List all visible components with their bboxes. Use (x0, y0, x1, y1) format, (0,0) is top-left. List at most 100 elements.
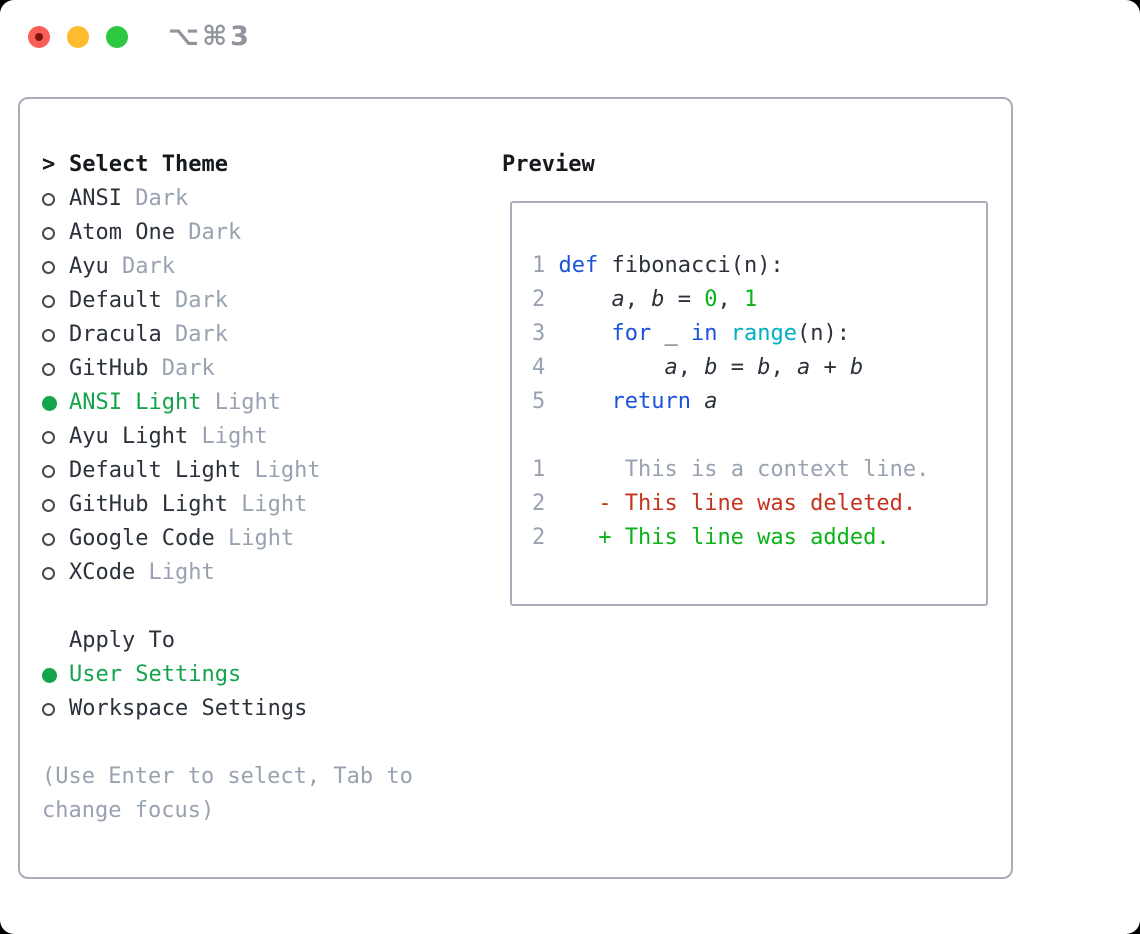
preview-line: 2 - This line was deleted. (532, 487, 986, 521)
theme-name: XCode (69, 560, 149, 585)
preview-title: Preview (502, 152, 595, 177)
theme-options: ANSI Dark Atom One Dark Ayu Dark Default… (42, 182, 474, 590)
theme-variant-label: Dark (135, 186, 189, 211)
code-token (545, 491, 598, 516)
theme-name: User Settings (69, 662, 242, 687)
preview-section: Preview 1 def fibonacci(n):2 a, b = 0, 1… (502, 148, 988, 606)
theme-name: Ayu Light (69, 424, 202, 449)
theme-name: Dracula (69, 322, 175, 347)
traffic-lights (28, 26, 128, 48)
code-token: in (690, 321, 718, 346)
code-token: b (704, 355, 718, 380)
radio-unselected-icon (42, 533, 55, 546)
minimize-button[interactable] (67, 26, 89, 48)
theme-variant-label: Dark (174, 288, 228, 313)
theme-option[interactable]: GitHub Dark (42, 352, 474, 386)
code-token: a (796, 355, 811, 380)
code-token (559, 287, 612, 312)
code-token (717, 321, 730, 346)
radio-unselected-icon (42, 227, 55, 240)
code-token (545, 525, 598, 550)
theme-variant-label: Light (227, 526, 295, 551)
preview-line: 2 a, b = 0, 1 (532, 283, 986, 317)
close-button[interactable] (28, 26, 50, 48)
window-title: ⌥⌘3 (168, 21, 252, 52)
theme-option[interactable]: Ayu Light Light (42, 420, 474, 454)
theme-name: GitHub Light (69, 492, 242, 517)
theme-variant-label: Dark (188, 220, 242, 245)
code-token (559, 355, 665, 380)
code-token: , (770, 355, 797, 380)
spacer (42, 590, 474, 624)
code-token: = (717, 355, 758, 380)
code-token: def (558, 253, 599, 278)
apply-to-option[interactable]: User Settings (42, 658, 474, 692)
preview-line: 5 return a (532, 385, 986, 419)
code-token: 0 (704, 287, 718, 312)
theme-option[interactable]: Default Light Light (42, 454, 474, 488)
theme-name: ANSI (69, 186, 136, 211)
code-token: 2 (532, 491, 546, 516)
radio-unselected-icon (42, 295, 55, 308)
code-token: , (624, 287, 652, 312)
theme-list-title: Select Theme (69, 152, 228, 177)
code-token: 1 (743, 287, 758, 312)
theme-dialog-panel: >Select Theme ANSI Dark Atom One Dark Ay… (18, 97, 1013, 879)
theme-name: Default Light (69, 458, 255, 483)
code-token: 4 (532, 355, 559, 380)
theme-list-header: >Select Theme (42, 148, 474, 182)
radio-unselected-icon (42, 703, 55, 716)
radio-selected-icon (42, 396, 57, 411)
theme-name: Google Code (69, 526, 228, 551)
code-token: a (704, 389, 718, 414)
code-token: a (611, 287, 625, 312)
theme-variant-label: Light (148, 560, 215, 585)
code-token (559, 321, 612, 346)
theme-name: ANSI Light (69, 390, 215, 415)
theme-option[interactable]: GitHub Light Light (42, 488, 474, 522)
apply-to-option[interactable]: Workspace Settings (42, 692, 474, 726)
code-token: range (730, 321, 797, 346)
apply-to-header: Apply To (42, 624, 474, 658)
zoom-button[interactable] (106, 26, 128, 48)
code-token: = (664, 287, 705, 312)
code-token: 2 (532, 525, 546, 550)
preview-line: 3 for _ in range(n): (532, 317, 986, 351)
theme-option[interactable]: XCode Light (42, 556, 474, 590)
theme-option[interactable]: Default Dark (42, 284, 474, 318)
radio-unselected-icon (42, 261, 55, 274)
theme-variant-label: Light (241, 492, 308, 517)
theme-option[interactable]: Dracula Dark (42, 318, 474, 352)
code-token (559, 389, 612, 414)
theme-name: Workspace Settings (69, 696, 308, 721)
theme-option[interactable]: ANSI Light Light (42, 386, 474, 420)
apply-to-options: User Settings Workspace Settings (42, 658, 474, 726)
code-token: This is a context line. (624, 457, 930, 482)
code-token: + (810, 355, 850, 380)
code-token: b (651, 287, 665, 312)
theme-option[interactable]: Atom One Dark (42, 216, 474, 250)
titlebar: ⌥⌘3 (0, 0, 1140, 97)
code-token (691, 389, 704, 414)
radio-unselected-icon (42, 329, 55, 342)
code-token: 3 (532, 321, 559, 346)
theme-option[interactable]: ANSI Dark (42, 182, 474, 216)
code-token: , (677, 355, 705, 380)
radio-unselected-icon (42, 499, 55, 512)
theme-name: Atom One (69, 220, 189, 245)
theme-option[interactable]: Google Code Light (42, 522, 474, 556)
theme-name: Default (69, 288, 175, 313)
theme-option[interactable]: Ayu Dark (42, 250, 474, 284)
code-token: 1 (532, 253, 559, 278)
theme-variant-label: Dark (174, 322, 228, 347)
theme-name: GitHub (69, 356, 162, 381)
theme-variant-label: Light (214, 390, 281, 415)
radio-unselected-icon (42, 465, 55, 478)
code-token: + This line was added. (598, 525, 890, 550)
code-token: return (611, 389, 691, 414)
radio-unselected-icon (42, 193, 55, 206)
code-token: 1 (532, 457, 546, 482)
theme-variant-label: Light (201, 424, 268, 449)
